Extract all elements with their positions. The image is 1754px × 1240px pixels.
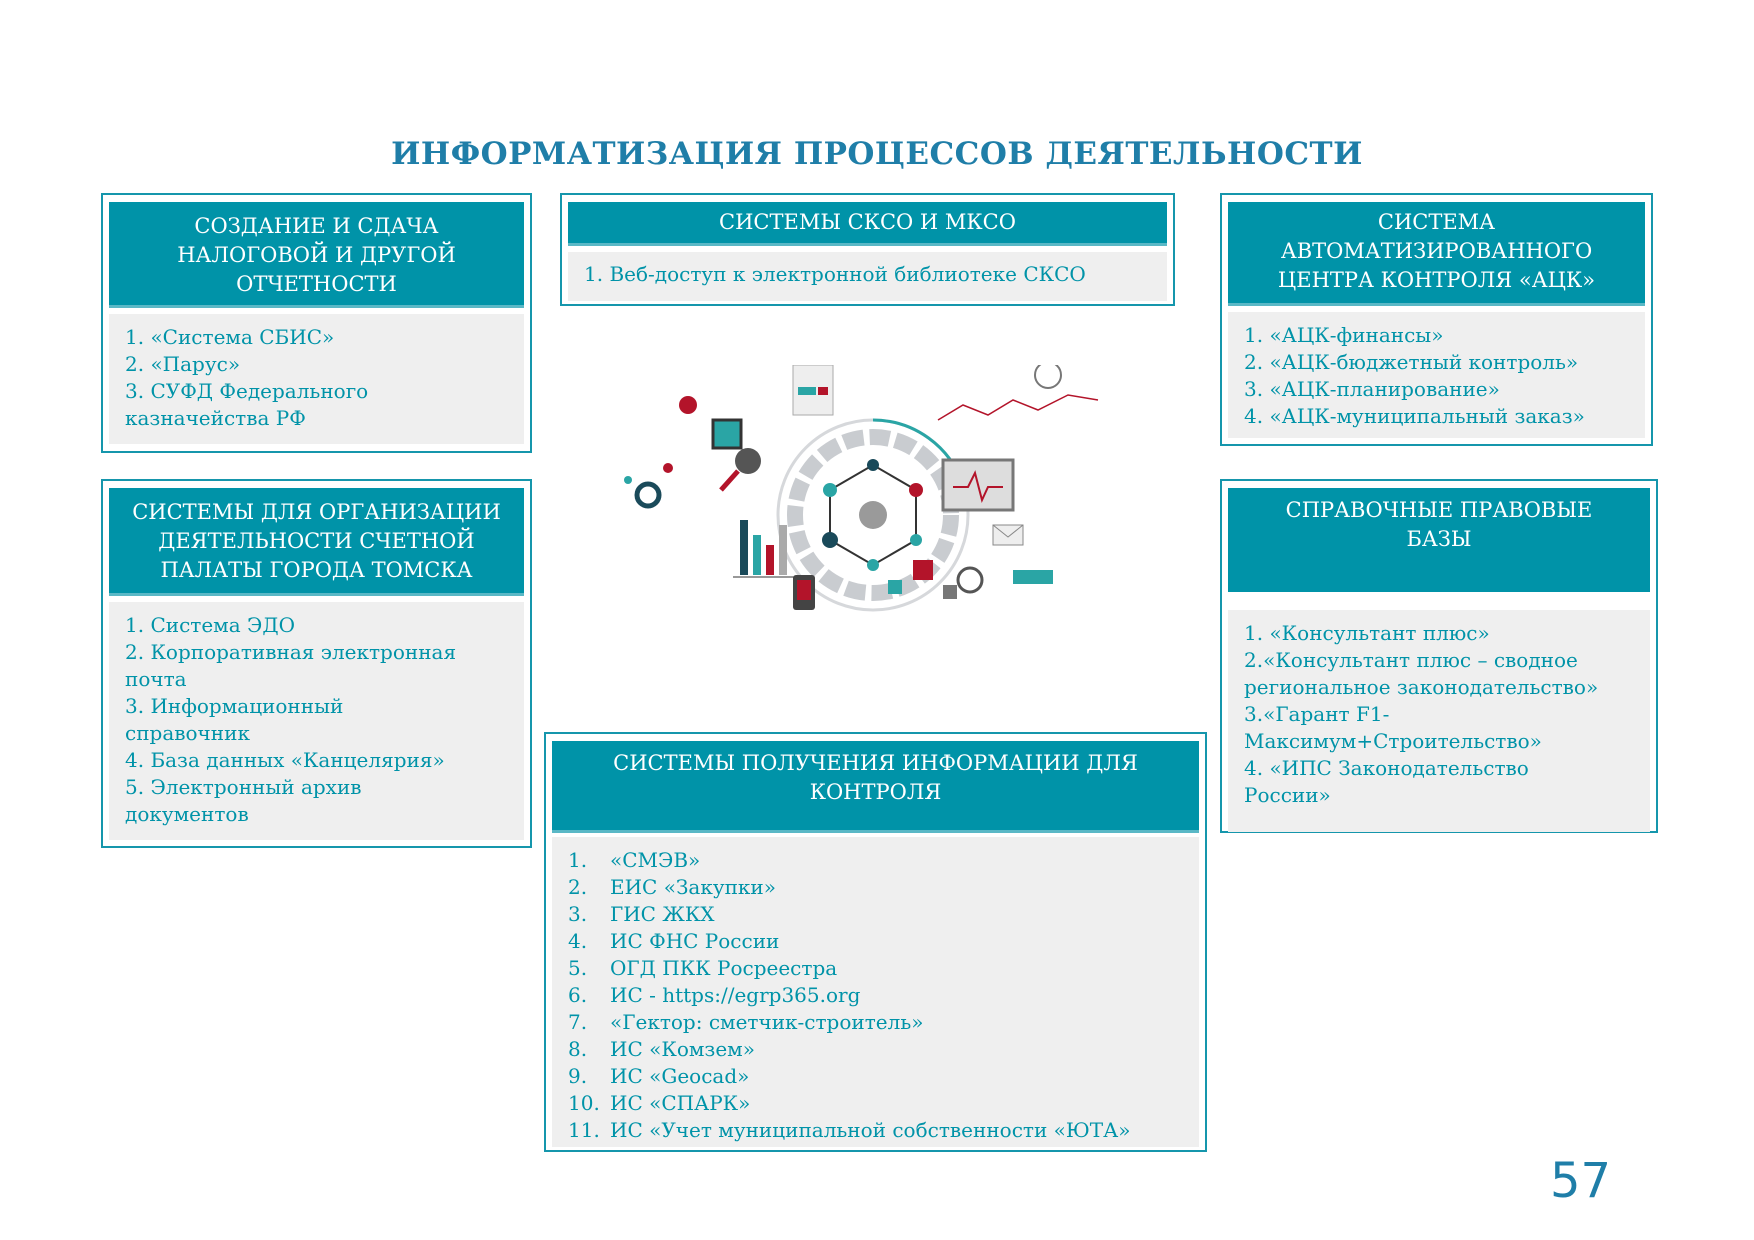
phone-icon xyxy=(793,575,815,610)
legal-box: СПРАВОЧНЫЕ ПРАВОВЫЕ БАЗЫ 1. «Консультант… xyxy=(1220,479,1658,833)
box-header: СИСТЕМЫ ДЛЯ ОРГАНИЗАЦИИ ДЕЯТЕЛЬНОСТИ СЧЕ… xyxy=(109,488,524,596)
list-item: 1. Система ЭДО xyxy=(125,613,295,637)
central-ring-icon xyxy=(776,418,970,612)
list-item: 4. «ИПС Законодательство России» xyxy=(1244,756,1529,807)
list-item: 4. «АЦК-муниципальный заказ» xyxy=(1244,404,1585,428)
organization-box: СИСТЕМЫ ДЛЯ ОРГАНИЗАЦИИ ДЕЯТЕЛЬНОСТИ СЧЕ… xyxy=(101,479,532,848)
list-item: 1. «Консультант плюс» xyxy=(1244,621,1490,645)
list-item: 6.ИС - https://egrp365.org xyxy=(568,983,861,1007)
list-item: 9.ИС «Geocad» xyxy=(568,1064,750,1088)
monitor-icon xyxy=(941,458,1015,512)
skso-box: СИСТЕМЫ СКСО И МКСО 1. Веб-доступ к элек… xyxy=(560,193,1175,306)
molecule-icon xyxy=(624,463,673,509)
list-item: 8.ИС «Комзем» xyxy=(568,1037,755,1061)
box-body: 1. «Консультант плюс» 2.«Консультант плю… xyxy=(1228,610,1650,832)
list-item: 3.«Гарант F1-Максимум+Строительство» xyxy=(1244,702,1542,753)
control-box: СИСТЕМЫ ПОЛУЧЕНИЯ ИНФОРМАЦИИ ДЛЯ КОНТРОЛ… xyxy=(544,732,1207,1152)
globe-icon xyxy=(1034,365,1062,389)
box-body: 1. «Система СБИС» 2. «Парус» 3. СУФД Фед… xyxy=(109,314,524,444)
list-item: 2.«Консультант плюс – сводное региональн… xyxy=(1244,648,1599,699)
box-body: 1. Веб-доступ к электронной библиотеке С… xyxy=(568,252,1167,301)
box-body: 1. Система ЭДО 2. Корпоративная электрон… xyxy=(109,602,524,840)
box-body: 1.«СМЭВ» 2.ЕИС «Закупки» 3.ГИС ЖКХ 4.ИС … xyxy=(552,837,1199,1147)
list-item: 2.ЕИС «Закупки» xyxy=(568,875,776,899)
page-title: ИНФОРМАТИЗАЦИЯ ПРОЦЕССОВ ДЕЯТЕЛЬНОСТИ xyxy=(391,136,1363,172)
list-item: 10.ИС «СПАРК» xyxy=(568,1091,751,1115)
page-number: 57 xyxy=(1550,1153,1612,1209)
list-item: 2. «АЦК-бюджетный контроль» xyxy=(1244,350,1579,374)
list-item: 11.ИС «Учет муниципальной собственности … xyxy=(568,1118,1131,1142)
reporting-box: СОЗДАНИЕ И СДАЧА НАЛОГОВОЙ И ДРУГОЙ ОТЧЕ… xyxy=(101,193,532,453)
list-item: 3.ГИС ЖКХ xyxy=(568,902,715,926)
box-body: 1. «АЦК-финансы» 2. «АЦК-бюджетный контр… xyxy=(1228,312,1645,438)
list-item: 5. Электронный архив документов xyxy=(125,775,362,826)
box-header: СИСТЕМА АВТОМАТИЗИРОВАННОГО ЦЕНТРА КОНТР… xyxy=(1228,202,1645,306)
box-header: СОЗДАНИЕ И СДАЧА НАЛОГОВОЙ И ДРУГОЙ ОТЧЕ… xyxy=(109,202,524,308)
list-item: 1. Веб-доступ к электронной библиотеке С… xyxy=(584,262,1086,286)
list-item: 2. «Парус» xyxy=(125,352,241,376)
ack-box: СИСТЕМА АВТОМАТИЗИРОВАННОГО ЦЕНТРА КОНТР… xyxy=(1220,193,1653,446)
line-graph-icon xyxy=(937,394,1099,421)
list-item: 4.ИС ФНС России xyxy=(568,929,780,953)
chip-icon xyxy=(711,418,743,450)
list-item: 2. Корпоративная электронная почта xyxy=(125,640,457,691)
clock-icon xyxy=(956,566,984,594)
list-item: 4. База данных «Канцелярия» xyxy=(125,748,445,772)
list-item: 3. Информационный справочник xyxy=(125,694,344,745)
cubes-icon xyxy=(888,560,957,599)
document-icon xyxy=(792,365,834,416)
envelope-icon xyxy=(992,524,1024,546)
box-header: СПРАВОЧНЫЕ ПРАВОВЫЕ БАЗЫ xyxy=(1228,488,1650,592)
list-item: 1. «Система СБИС» xyxy=(125,325,335,349)
box-header: СИСТЕМЫ ПОЛУЧЕНИЯ ИНФОРМАЦИИ ДЛЯ КОНТРОЛ… xyxy=(552,741,1199,833)
list-item: 5.ОГД ПКК Росреестра xyxy=(568,956,838,980)
box-header: СИСТЕМЫ СКСО И МКСО xyxy=(568,202,1167,246)
list-item: 7.«Гектор: сметчик-строитель» xyxy=(568,1010,924,1034)
power-icon xyxy=(679,396,697,414)
list-item: 1.«СМЭВ» xyxy=(568,848,701,872)
list-item: 3. «АЦК-планирование» xyxy=(1244,377,1500,401)
list-item: 3. СУФД Федерального казначейства РФ xyxy=(125,379,369,430)
technology-illustration xyxy=(624,365,1099,612)
list-item: 1. «АЦК-финансы» xyxy=(1244,323,1444,347)
magnifier-icon xyxy=(719,448,761,492)
binary-tag-icon xyxy=(1013,570,1053,584)
